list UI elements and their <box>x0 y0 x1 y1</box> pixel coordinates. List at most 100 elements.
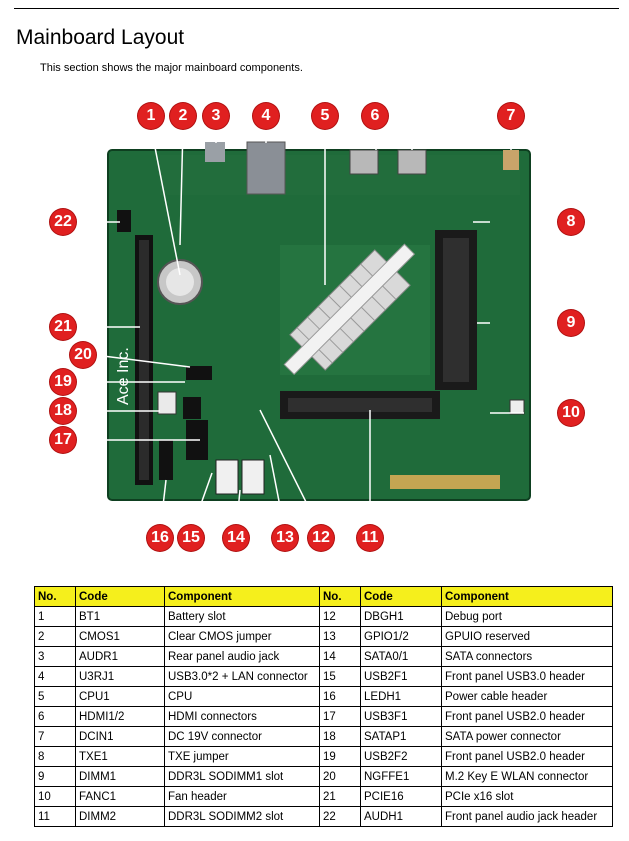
cell-no-right: 18 <box>319 726 361 747</box>
col-header-component-left: Component <box>164 586 320 607</box>
callout-2: 2 <box>170 103 196 129</box>
cell-component-left: Clear CMOS jumper <box>164 626 320 647</box>
cell-no-left: 11 <box>34 806 76 827</box>
cell-no-left: 6 <box>34 706 76 727</box>
mainboard-illustration: Ace Inc. <box>94 126 531 533</box>
cell-no-right: 13 <box>319 626 361 647</box>
hdmi2-shape <box>397 149 427 175</box>
cell-code-left: HDMI1/2 <box>75 706 165 727</box>
cell-code-left: CMOS1 <box>75 626 165 647</box>
cell-code-right: AUDH1 <box>360 806 442 827</box>
callout-14: 14 <box>223 525 249 551</box>
silkscreen-text: Ace Inc. <box>115 347 132 405</box>
leader-lines <box>94 126 524 533</box>
audh-shape <box>117 210 131 232</box>
callout-1: 1 <box>138 103 164 129</box>
col-header-no-left: No. <box>34 586 76 607</box>
mainboard-figure: Ace Inc. 1 2 <box>40 95 600 555</box>
cell-component-left: Battery slot <box>164 606 320 627</box>
cell-no-right: 20 <box>319 766 361 787</box>
table-header-row: No. Code Component No. Code Component <box>34 586 613 607</box>
cell-code-left: TXE1 <box>75 746 165 767</box>
cell-component-left: USB3.0*2 + LAN connector <box>164 666 320 687</box>
callout-7: 7 <box>498 103 524 129</box>
col-header-no-right: No. <box>319 586 361 607</box>
usb-lan-shape <box>246 141 286 195</box>
callout-18: 18 <box>50 398 76 424</box>
cell-no-right: 12 <box>319 606 361 627</box>
callout-21: 21 <box>50 314 76 340</box>
callout-8: 8 <box>558 209 584 235</box>
ledh-shape <box>159 440 173 480</box>
gpio-pins-shape <box>390 475 500 489</box>
cell-code-right: GPIO1/2 <box>360 626 442 647</box>
cell-component-right: GPUIO reserved <box>441 626 613 647</box>
cell-component-right: Debug port <box>441 606 613 627</box>
intro-text: This section shows the major mainboard c… <box>40 62 303 74</box>
cell-component-left: TXE jumper <box>164 746 320 767</box>
sata0-shape <box>215 459 239 495</box>
cell-no-right: 14 <box>319 646 361 667</box>
cell-code-right: USB2F1 <box>360 666 442 687</box>
cell-component-left: Rear panel audio jack <box>164 646 320 667</box>
cell-no-left: 10 <box>34 786 76 807</box>
cell-component-right: M.2 Key E WLAN connector <box>441 766 613 787</box>
callout-10: 10 <box>558 400 584 426</box>
cell-component-left: CPU <box>164 686 320 707</box>
cell-no-right: 19 <box>319 746 361 767</box>
callout-13: 13 <box>272 525 298 551</box>
audio-jack-shape <box>205 142 225 162</box>
cell-no-right: 21 <box>319 786 361 807</box>
sata1-shape <box>241 459 265 495</box>
cell-no-left: 4 <box>34 666 76 687</box>
cell-component-right: SATA connectors <box>441 646 613 667</box>
cell-component-right: Power cable header <box>441 686 613 707</box>
col-header-component-right: Component <box>441 586 613 607</box>
callout-3: 3 <box>203 103 229 129</box>
callout-17: 17 <box>50 427 76 453</box>
fan-header-shape <box>509 399 525 415</box>
cell-component-left: DDR3L SODIMM2 slot <box>164 806 320 827</box>
callout-6: 6 <box>362 103 388 129</box>
cell-no-left: 2 <box>34 626 76 647</box>
cell-code-right: NGFFE1 <box>360 766 442 787</box>
cell-no-left: 1 <box>34 606 76 627</box>
cell-no-left: 7 <box>34 726 76 747</box>
cell-code-left: DIMM1 <box>75 766 165 787</box>
cell-code-left: AUDR1 <box>75 646 165 667</box>
col-header-code-left: Code <box>75 586 165 607</box>
cell-code-right: SATAP1 <box>360 726 442 747</box>
cell-no-left: 3 <box>34 646 76 667</box>
cell-component-left: HDMI connectors <box>164 706 320 727</box>
cell-component-right: Front panel USB2.0 header <box>441 746 613 767</box>
heatsink-shape <box>283 243 416 376</box>
cell-code-left: FANC1 <box>75 786 165 807</box>
ngff-shape <box>186 366 212 380</box>
hdmi1-shape <box>349 149 379 175</box>
callout-11: 11 <box>357 525 383 551</box>
cell-no-left: 5 <box>34 686 76 707</box>
callout-5: 5 <box>312 103 338 129</box>
cell-code-right: DBGH1 <box>360 606 442 627</box>
callout-4: 4 <box>253 103 279 129</box>
callout-19: 19 <box>50 369 76 395</box>
callout-15: 15 <box>178 525 204 551</box>
cell-code-right: PCIE16 <box>360 786 442 807</box>
callout-12: 12 <box>308 525 334 551</box>
cell-no-right: 16 <box>319 686 361 707</box>
cell-code-left: DCIN1 <box>75 726 165 747</box>
cell-component-right: Front panel audio jack header <box>441 806 613 827</box>
dcin-shape <box>503 150 519 170</box>
cell-component-left: DC 19V connector <box>164 726 320 747</box>
cell-code-left: DIMM2 <box>75 806 165 827</box>
